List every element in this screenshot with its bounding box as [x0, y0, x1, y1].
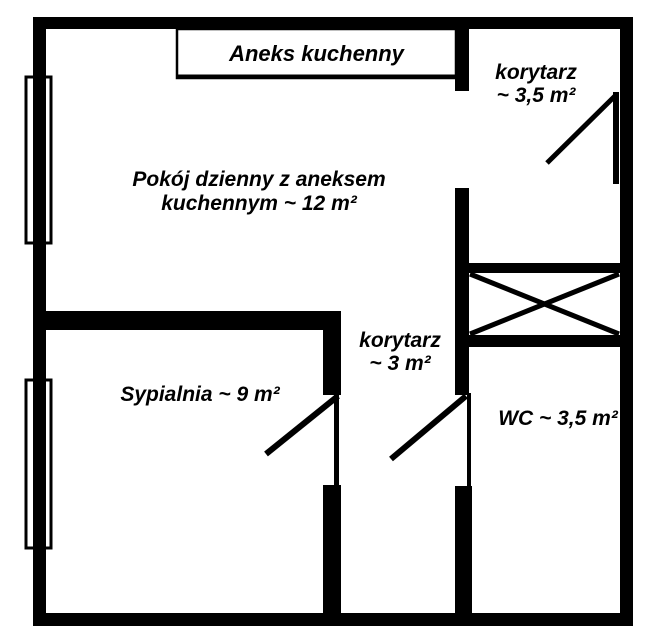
entry-door-swing [545, 92, 619, 165]
outer-wall-right [620, 17, 633, 626]
bedroom-wall-top [33, 311, 341, 330]
wc-door-jamb-line [467, 393, 471, 488]
inner-corridor-label-line1: korytarz [359, 329, 441, 352]
wc-label-text: WC ~ 3,5 m² [498, 407, 618, 430]
kitchen-annex-label-text: Aneks kuchenny [229, 40, 404, 66]
bedroom-label-text: Sypialnia ~ 9 m² [120, 383, 280, 406]
entry-door-leaf [613, 92, 619, 184]
kitchen-annex-label: Aneks kuchenny [177, 29, 456, 78]
entry-corridor-label-line1: korytarz [495, 61, 577, 84]
bedroom-label: Sypialnia ~ 9 m² [80, 383, 320, 407]
shaft-wall-bottom [469, 335, 620, 347]
entry-corridor-label: korytarz ~ 3,5 m² [466, 61, 606, 107]
interior-wall-corridor-upper [455, 17, 469, 91]
interior-wall-corridor-middle [455, 188, 469, 395]
bedroom-door-jamb-line [334, 395, 339, 485]
living-room-label-line2: kuchennym ~ 12 m² [161, 192, 357, 215]
inner-corridor-label: korytarz ~ 3 m² [340, 329, 460, 375]
outer-wall-bottom [33, 613, 633, 626]
wc-label: WC ~ 3,5 m² [478, 407, 638, 431]
shaft-wall-top [469, 263, 620, 273]
bedroom-wall-right-lower [323, 485, 341, 613]
window-bedroom-wall-core [33, 380, 46, 548]
living-room-label-line1: Pokój dzienny z aneksem [132, 168, 386, 191]
interior-wall-corridor-lower [455, 486, 472, 613]
living-room-label: Pokój dzienny z aneksem kuchennym ~ 12 m… [119, 168, 399, 216]
window-living-room-wall-core [33, 77, 46, 243]
inner-corridor-label-line2: ~ 3 m² [369, 352, 431, 375]
outer-wall-top [33, 17, 633, 29]
wc-door-swing [389, 393, 468, 462]
entry-corridor-label-line2: ~ 3,5 m² [496, 84, 576, 107]
shaft-cross-line-2 [469, 271, 620, 337]
bedroom-door-swing [264, 393, 340, 457]
bedroom-wall-right-upper [323, 311, 341, 395]
